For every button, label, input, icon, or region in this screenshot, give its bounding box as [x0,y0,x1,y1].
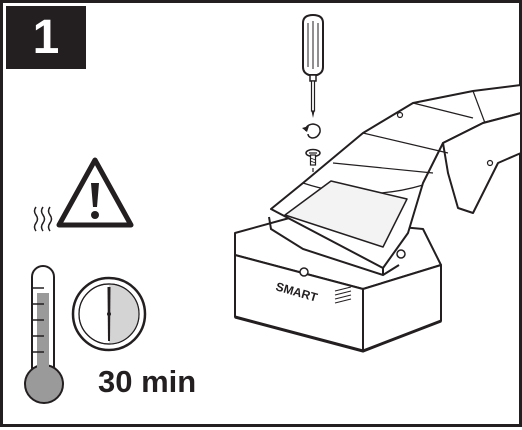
heat-waves-icon [33,206,53,232]
clock-icon [71,276,147,352]
illustration: SMART [24,13,522,404]
step-number-badge: 1 [6,6,86,69]
wait-time-label: 30 min [98,364,197,399]
camera-arm [268,84,522,277]
screw-icon [305,148,321,166]
screwdriver-icon [302,13,324,118]
counterclockwise-arrow-icon [302,123,321,139]
warning-triangle-icon [56,157,134,228]
thermometer-icon [24,265,64,404]
